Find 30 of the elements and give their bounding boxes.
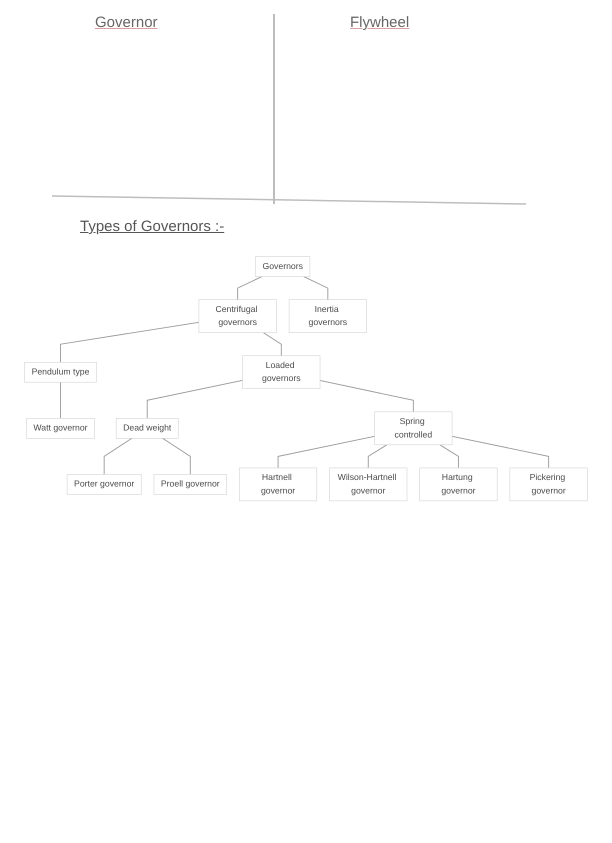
connector-line (278, 436, 376, 468)
category-box: Spring controlled (374, 412, 452, 446)
connector-line (60, 322, 200, 363)
category-box: Loaded governors (242, 355, 320, 390)
column-heading: Governor (95, 14, 158, 31)
connector-line (368, 444, 388, 468)
connector-line (237, 276, 262, 300)
category-box: Pickering governor (510, 468, 588, 502)
connector-line (262, 332, 282, 356)
connector-line (320, 380, 414, 412)
category-box: Wilson-Hartnell governor (329, 468, 408, 502)
category-box: Dead weight (116, 418, 179, 439)
connector-line (146, 380, 244, 419)
connector-line (60, 382, 61, 419)
category-box: Governors (255, 256, 310, 277)
category-box: Hartnell governor (239, 468, 318, 502)
category-box: Inertia governors (288, 299, 367, 333)
connector-line (303, 276, 328, 300)
category-box: Porter governor (66, 474, 142, 495)
category-box: Watt governor (26, 418, 95, 439)
category-box: Pendulum type (24, 362, 97, 383)
section-heading: Types of Governors :- (80, 218, 224, 235)
category-box: Centrifugal governors (198, 299, 277, 333)
connector-line (104, 438, 132, 475)
column-heading: Flywheel (350, 14, 410, 31)
category-box: Hartung governor (419, 468, 498, 502)
category-box: Proell governor (154, 474, 227, 495)
connector-line (439, 444, 459, 468)
connector-line (452, 436, 550, 468)
connector-line (162, 438, 191, 475)
